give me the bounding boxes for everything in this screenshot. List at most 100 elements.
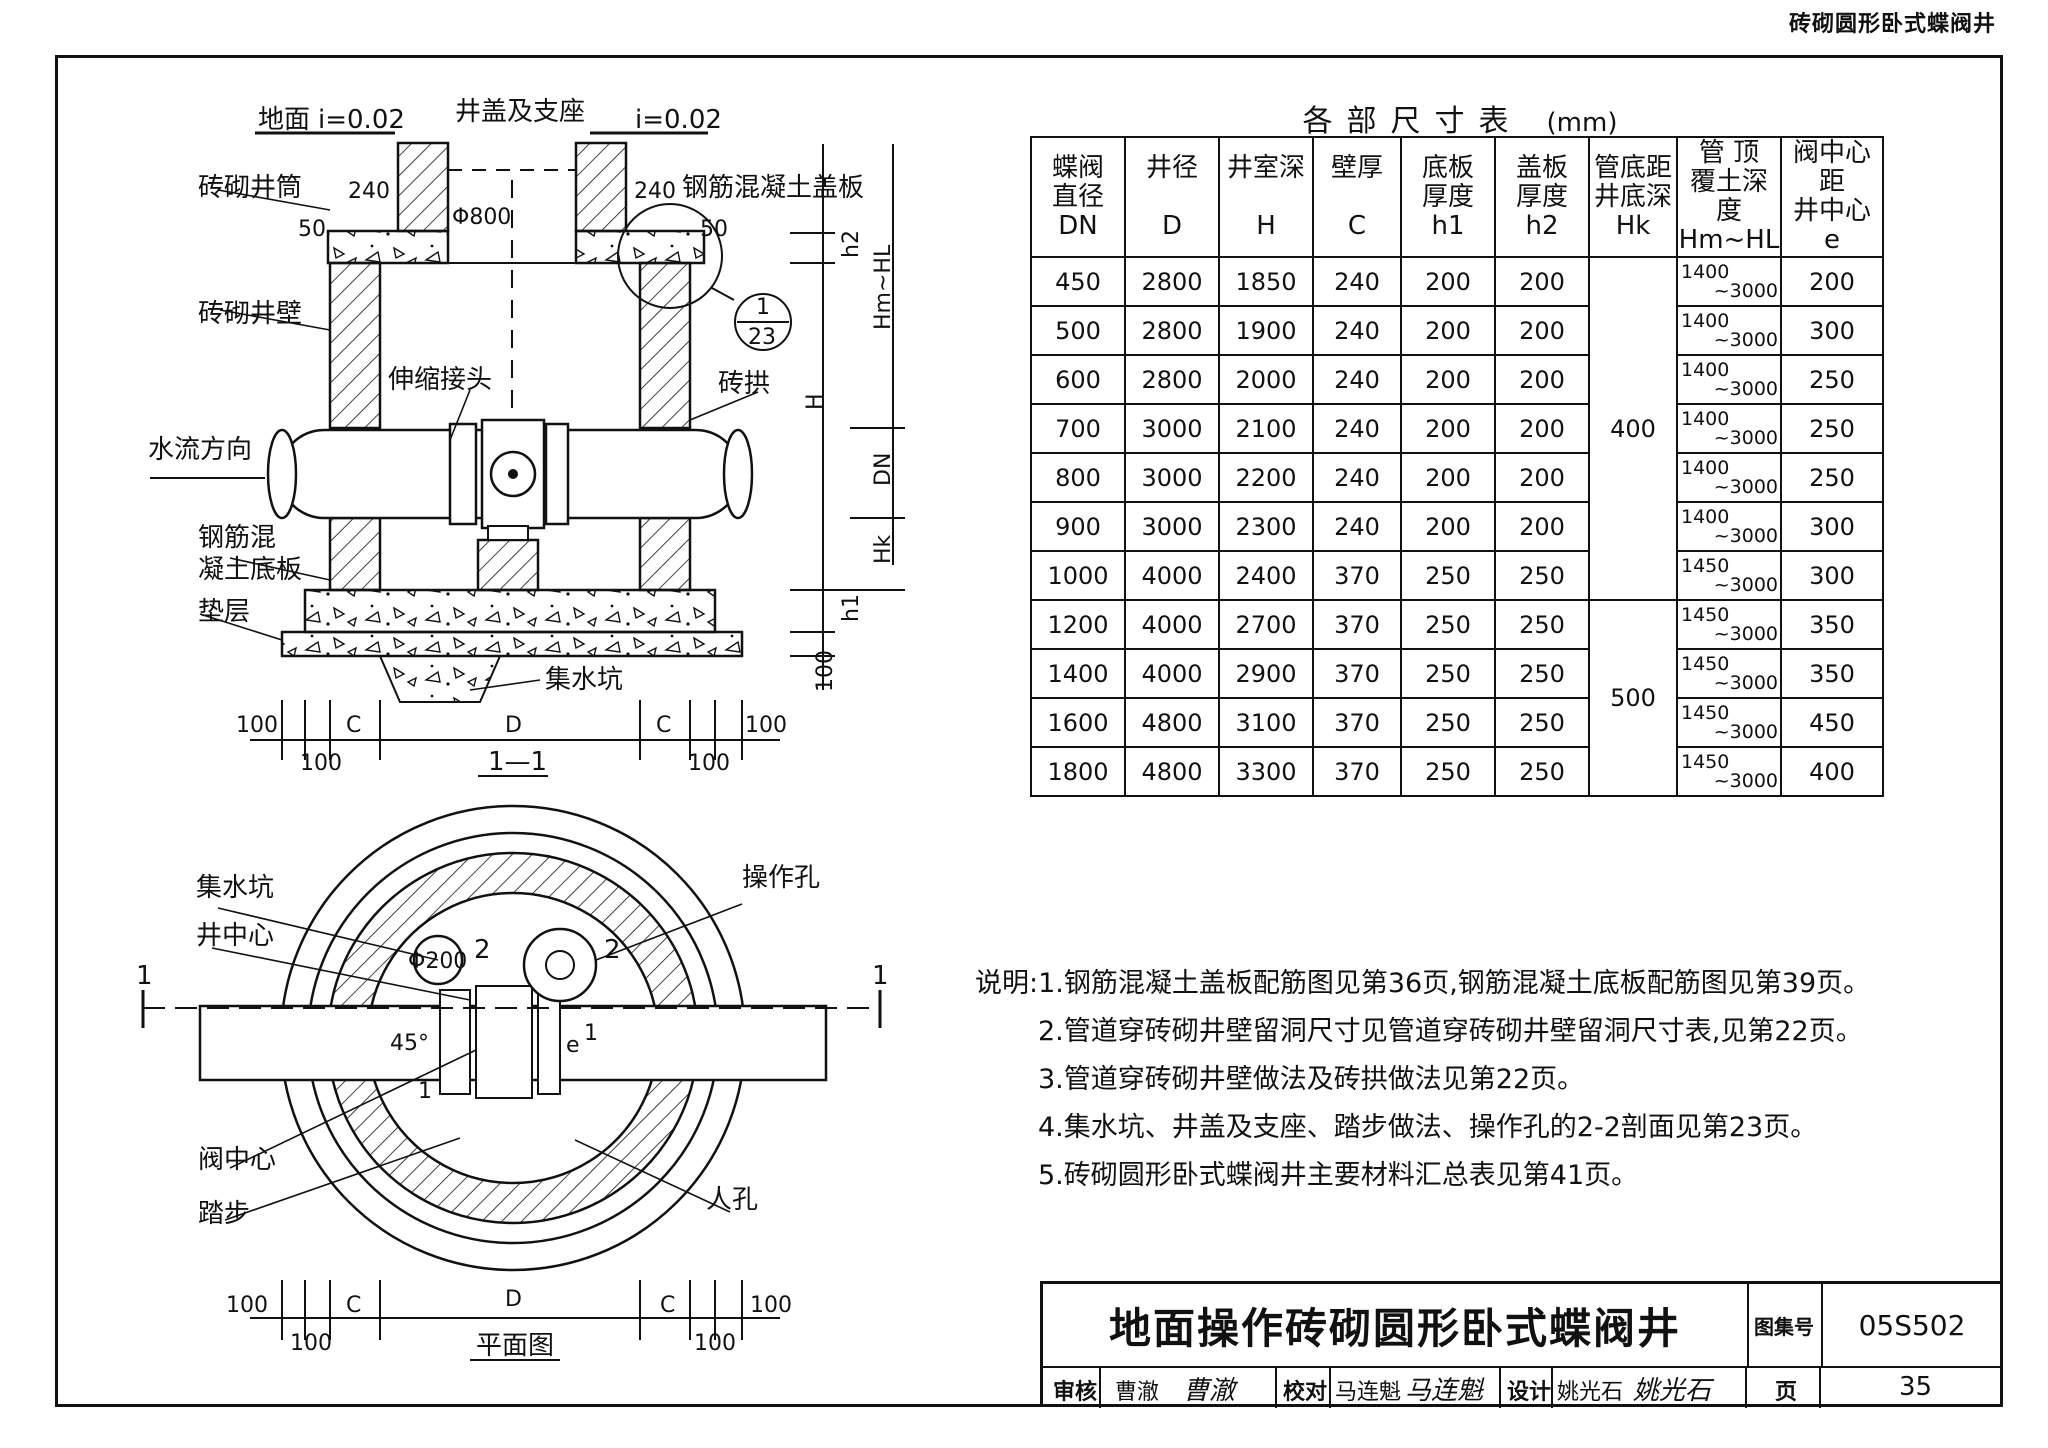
cell-cover: 1400~3000 — [1676, 305, 1782, 356]
cell-c: 240 — [1312, 501, 1402, 552]
table-unit: (mm) — [1546, 108, 1618, 138]
cover-max: ~3000 — [1713, 720, 1778, 743]
dim-h1: h1 — [839, 594, 864, 622]
cell-h2: 200 — [1494, 452, 1590, 503]
cell-h1: 200 — [1400, 452, 1496, 503]
plan-sump-label: 集水坑 — [196, 873, 274, 903]
plan-dim-100b: 100 — [750, 1293, 792, 1318]
cell-c: 370 — [1312, 550, 1402, 601]
sump-label: 集水坑 — [545, 665, 623, 695]
section-view — [150, 131, 905, 777]
cell-dn: 1800 — [1030, 746, 1126, 797]
sec-dim-100a: 100 — [236, 713, 278, 738]
plan-step-label: 踏步 — [198, 1199, 250, 1229]
checker-name: 马连魁 — [1335, 1380, 1402, 1405]
note-3: 3.管道穿砖砌井壁做法及砖拱做法见第22页。 — [1038, 1064, 1585, 1095]
dim-DN: DN — [871, 453, 896, 486]
checker-signature: 马连魁 — [1405, 1376, 1484, 1406]
title-block: 地面操作砖砌圆形卧式蝶阀井 图集号 05S502 审核 曹澈 曹澈 校对 马连魁… — [1040, 1281, 2003, 1408]
cell-h: 2300 — [1218, 501, 1314, 552]
signature-row: 审核 曹澈 曹澈 校对 马连魁 马连魁 设计 姚光石 姚光石 页 35 — [1043, 1366, 2003, 1408]
cover-min: 1450 — [1681, 701, 1730, 724]
cover-min: 1450 — [1681, 750, 1730, 773]
cell-d: 2800 — [1124, 354, 1220, 405]
cover-min: 1450 — [1681, 603, 1730, 626]
cell-dn: 600 — [1030, 354, 1126, 405]
cell-d: 2800 — [1124, 305, 1220, 356]
cell-e: 450 — [1780, 697, 1884, 748]
dim-h2: h2 — [839, 230, 864, 258]
rc-cover-label: 钢筋混凝土盖板 — [682, 173, 864, 203]
cell-cover: 1450~3000 — [1676, 746, 1782, 797]
plan-dim-100a: 100 — [226, 1293, 268, 1318]
dim-hm: Hm~HL — [871, 244, 896, 330]
arch-label: 砖拱 — [718, 369, 770, 399]
cell-cover: 1450~3000 — [1676, 550, 1782, 601]
sec-dim-c2: C — [656, 713, 671, 738]
cell-h: 2100 — [1218, 403, 1314, 454]
cell-cover: 1450~3000 — [1676, 648, 1782, 699]
page-number: 35 — [1899, 1372, 1933, 1402]
note-4: 4.集水坑、井盖及支座、踏步做法、操作孔的2-2剖面见第23页。 — [1038, 1112, 1818, 1143]
cover-min: 1400 — [1681, 260, 1730, 283]
cell-c: 240 — [1312, 256, 1402, 307]
cell-h2: 200 — [1494, 354, 1590, 405]
plan-manhole-label: 人孔 — [706, 1185, 758, 1215]
cell-d: 3000 — [1124, 452, 1220, 503]
sec-dim-d: D — [505, 713, 522, 738]
sec-dim-100c: 100 — [300, 751, 342, 776]
note-5: 5.砖砌圆形卧式蝶阀井主要材料汇总表见第41页。 — [1038, 1160, 1639, 1191]
slope-left: i=0.02 — [318, 105, 405, 135]
sec-dim-100d: 100 — [688, 751, 730, 776]
cell-h2: 200 — [1494, 305, 1590, 356]
cover-max: ~3000 — [1713, 769, 1778, 792]
dim-50-left: 50 — [298, 217, 326, 242]
cell-h: 2000 — [1218, 354, 1314, 405]
page-label: 页 — [1775, 1380, 1798, 1405]
cover-max: ~3000 — [1713, 573, 1778, 596]
cell-e: 350 — [1780, 599, 1884, 650]
cell-d: 3000 — [1124, 403, 1220, 454]
joint-label: 伸缩接头 — [388, 365, 492, 395]
cell-d: 4800 — [1124, 697, 1220, 748]
cell-h2: 250 — [1494, 599, 1590, 650]
cell-cover: 1450~3000 — [1676, 599, 1782, 650]
cell-hk: 400 — [1588, 256, 1678, 601]
dia-label: Φ800 — [452, 205, 511, 230]
cell-d: 3000 — [1124, 501, 1220, 552]
plan-dim-100c: 100 — [290, 1331, 332, 1356]
cover-min: 1450 — [1681, 652, 1730, 675]
wall-label: 砖砌井壁 — [198, 299, 302, 329]
plan-mark-2a: 2 — [474, 935, 491, 965]
cell-h1: 250 — [1400, 550, 1496, 601]
cell-c: 370 — [1312, 746, 1402, 797]
cell-h: 1900 — [1218, 305, 1314, 356]
cell-e: 200 — [1780, 256, 1884, 307]
flow-label: 水流方向 — [148, 435, 252, 465]
cell-e: 300 — [1780, 501, 1884, 552]
cell-d: 4000 — [1124, 550, 1220, 601]
dim-240-right: 240 — [634, 179, 676, 204]
shaft-label: 砖砌井筒 — [198, 173, 302, 203]
drawing-title: 地面操作砖砌圆形卧式蝶阀井 — [1043, 1284, 1749, 1366]
cell-h2: 250 — [1494, 746, 1590, 797]
cover-max: ~3000 — [1713, 279, 1778, 302]
cell-dn: 900 — [1030, 501, 1126, 552]
cell-h: 3100 — [1218, 697, 1314, 748]
cell-h1: 200 — [1400, 305, 1496, 356]
designer-name: 姚光石 — [1557, 1380, 1624, 1405]
cell-e: 300 — [1780, 550, 1884, 601]
cell-hk: 500 — [1588, 599, 1678, 797]
cell-d: 4000 — [1124, 599, 1220, 650]
